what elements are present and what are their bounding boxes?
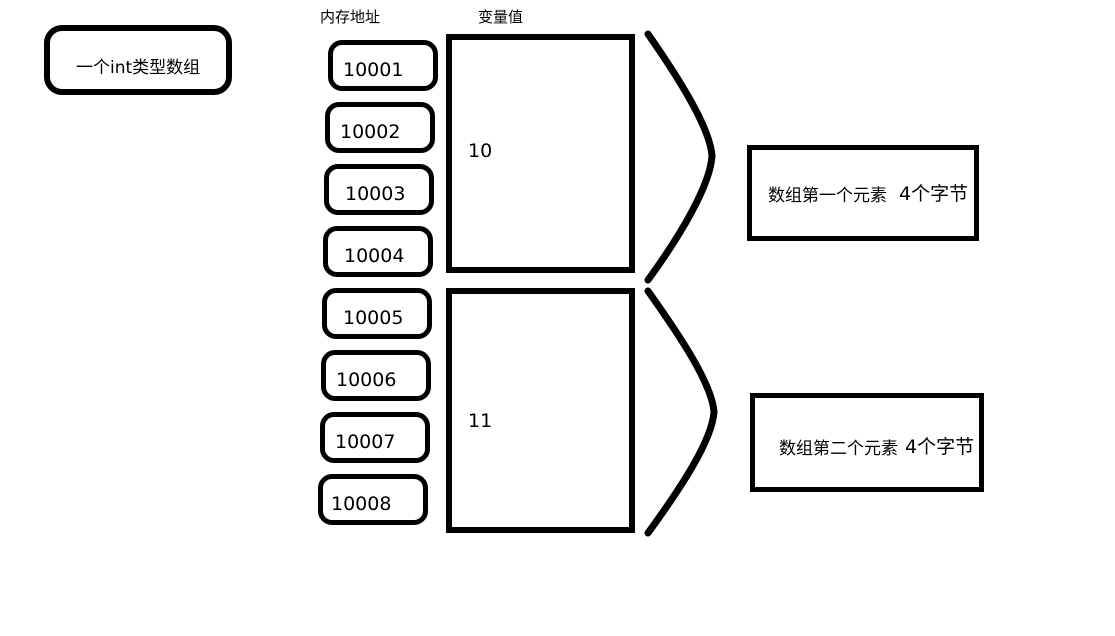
note-sub-label: 4个字节 [899,183,969,205]
address-box-8: 10008 [318,474,428,525]
column-header-value: 变量值 [478,8,524,26]
value-box-first-element: 10 [446,34,635,273]
address-box-label: 10003 [345,183,406,205]
value-box-second-element: 11 [446,288,635,533]
brace-connector-second [644,287,718,537]
note-main-label: 数组第二个元素 [779,439,898,459]
column-header-address: 内存地址 [320,8,381,26]
address-box-1: 10001 [328,40,438,91]
address-box-label: 10002 [340,121,401,143]
address-box-label: 10007 [335,431,396,453]
title-box: 一个int类型数组 [44,25,232,95]
address-box-4: 10004 [323,226,433,277]
address-box-6: 10006 [321,350,431,401]
title-box-label: 一个int类型数组 [76,58,201,78]
address-box-5: 10005 [322,288,432,339]
note-sub-label: 4个字节 [905,436,975,458]
address-box-label: 10005 [343,307,404,329]
note-box-second-element: 数组第二个元素 4个字节 [750,393,984,492]
address-box-3: 10003 [324,164,434,215]
brace-connector-first [644,30,716,284]
address-box-label: 10008 [331,493,392,515]
value-box-label: 10 [468,140,493,162]
address-box-2: 10002 [325,102,435,153]
address-box-label: 10004 [344,245,405,267]
note-main-label: 数组第一个元素 [768,186,887,206]
value-box-label: 11 [468,410,493,432]
note-box-first-element: 数组第一个元素 4个字节 [747,145,979,241]
address-box-label: 10001 [343,59,404,81]
address-box-label: 10006 [336,369,397,391]
address-box-7: 10007 [320,412,430,463]
